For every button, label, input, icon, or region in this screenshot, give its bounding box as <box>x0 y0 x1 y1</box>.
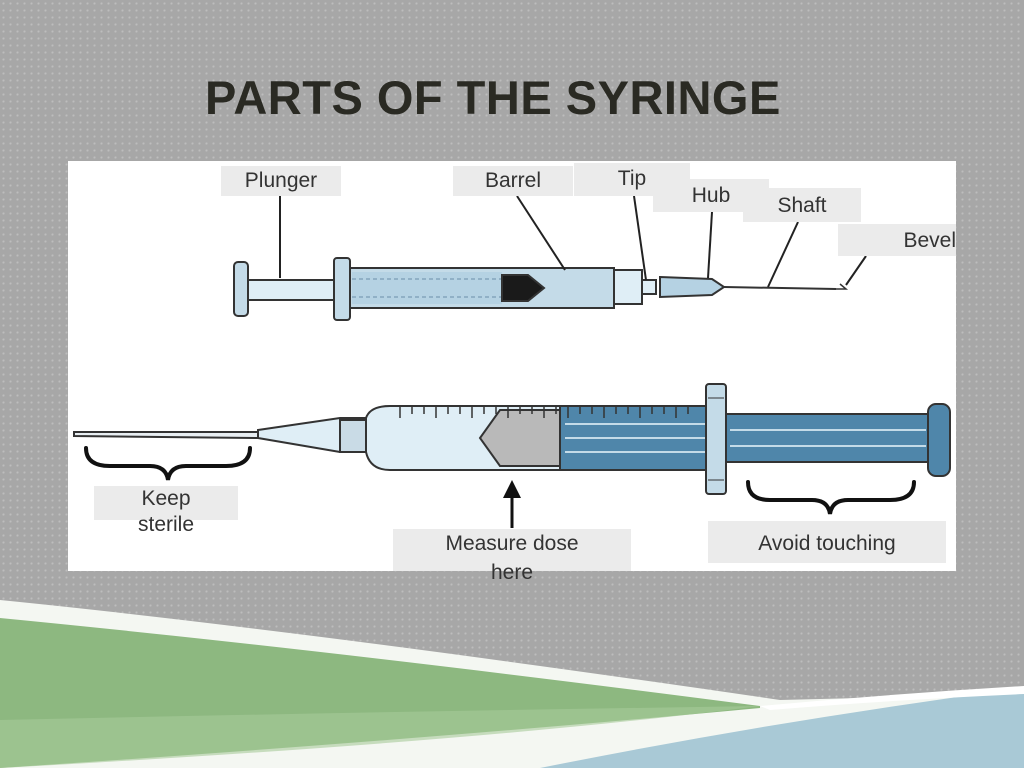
upper-syringe <box>233 257 849 321</box>
label-avoid-touching: Avoid touching <box>708 521 946 563</box>
measure-dose-arrow <box>503 480 521 528</box>
label-bevel: Bevel <box>838 224 956 256</box>
label-shaft: Shaft <box>743 188 861 222</box>
label-plunger: Plunger <box>221 166 341 196</box>
footer-swoosh <box>0 600 1024 768</box>
lower-syringe <box>73 383 951 495</box>
label-barrel: Barrel <box>453 166 573 196</box>
label-measure-dose: Measure dose here <box>393 529 631 584</box>
label-leaders <box>279 195 867 288</box>
braces <box>84 446 916 515</box>
label-keep-sterile: Keep sterile <box>94 486 238 536</box>
slide-title: PARTS OF THE SYRINGE <box>205 71 781 124</box>
